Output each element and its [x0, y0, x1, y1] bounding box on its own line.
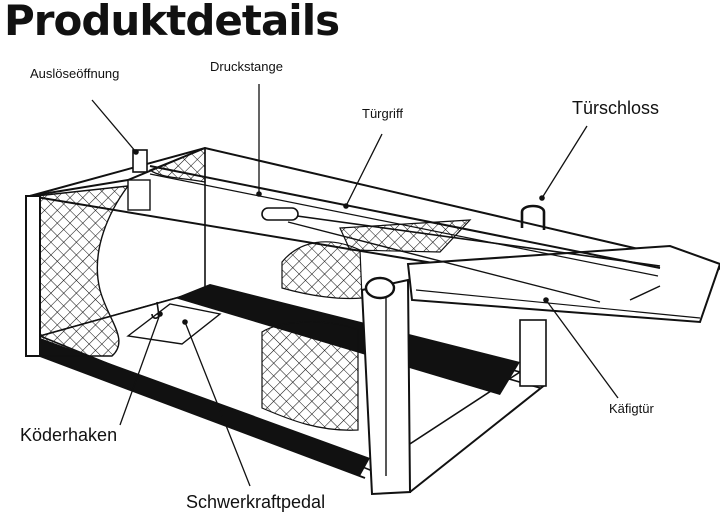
- label-kaefigtuer: Käfigtür: [609, 401, 654, 416]
- door-lock: [520, 204, 546, 230]
- page-title: Produktdetails: [4, 0, 340, 45]
- label-tuerschloss: Türschloss: [572, 98, 660, 118]
- leader-dots: [133, 149, 549, 325]
- label-druckstange: Druckstange: [210, 59, 283, 74]
- door-handle: [261, 207, 299, 221]
- door-frame: [360, 276, 547, 496]
- label-schwerkraftpedal: Schwerkraftpedal: [186, 492, 326, 512]
- mesh-panels: [35, 147, 472, 431]
- label-tuergriff: Türgriff: [362, 106, 403, 121]
- label-ausloeseoeffnung: Auslöseöffnung: [30, 66, 120, 81]
- leader-lines: [91, 84, 619, 487]
- label-koederhaken: Köderhaken: [20, 425, 118, 445]
- trigger-opening: [127, 149, 151, 211]
- cage-front-frame: [25, 147, 366, 479]
- push-rod: [149, 165, 661, 303]
